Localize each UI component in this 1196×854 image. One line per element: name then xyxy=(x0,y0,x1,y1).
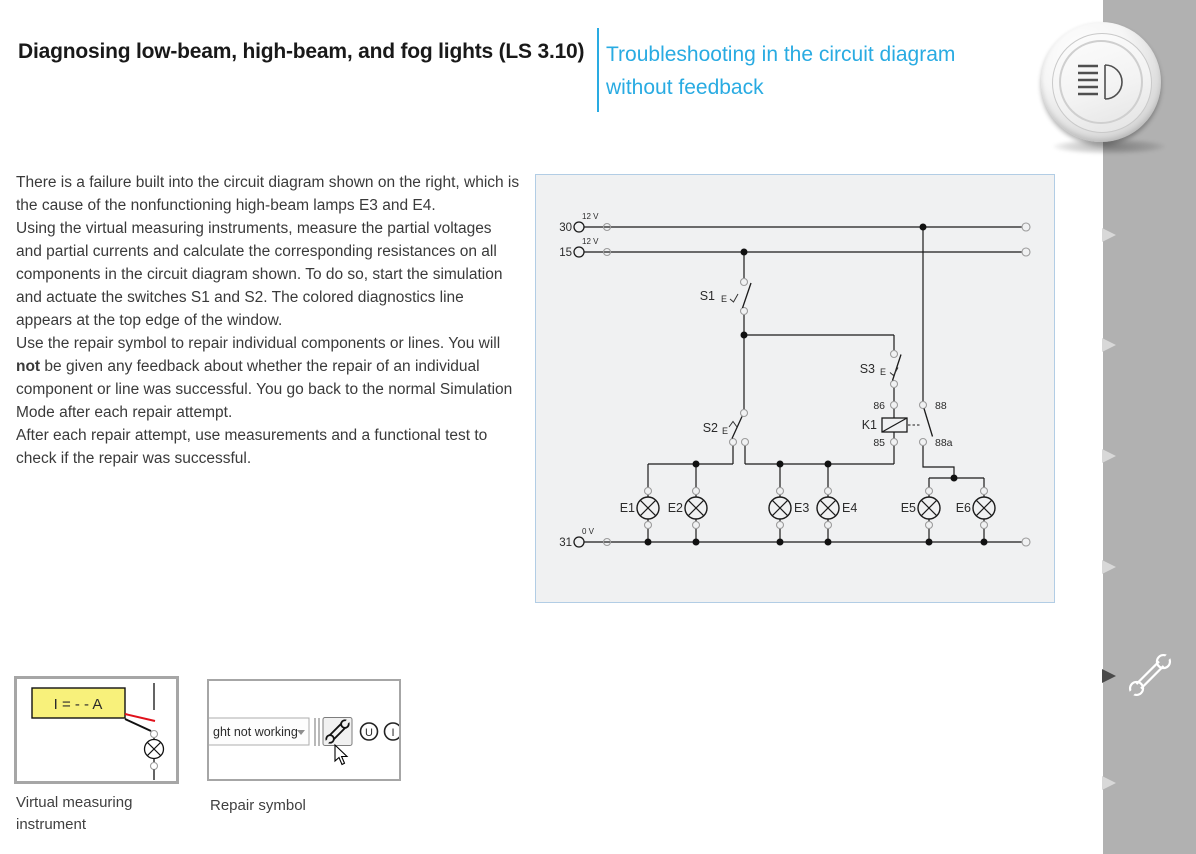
switch-s2[interactable]: S2 E xyxy=(703,408,750,447)
sidebar xyxy=(1103,0,1196,854)
switch-s3[interactable]: S3 E xyxy=(860,349,902,389)
instruction-paragraph: Use the repair symbol to repair individu… xyxy=(16,335,513,421)
cursor-icon xyxy=(334,743,349,766)
current-button: I xyxy=(383,722,399,741)
lamp-e3[interactable] xyxy=(768,496,792,520)
repair-wrench-button xyxy=(322,717,353,746)
voltage-button: U xyxy=(359,722,379,741)
relay-pin-88a: 88a xyxy=(935,437,953,449)
switch-s1-label: S1 xyxy=(700,289,715,303)
headlight-logo-face xyxy=(1052,33,1152,133)
switch-s1-actuator: E xyxy=(721,294,727,304)
terminal-15-label: 15 xyxy=(559,247,572,259)
switch-s2-label: S2 xyxy=(703,421,718,435)
repair-symbol-caption: Repair symbol xyxy=(210,797,306,814)
relay-coil xyxy=(881,417,908,433)
lamp-e4[interactable] xyxy=(816,496,840,520)
measurement-readout-value: I = - - A xyxy=(54,696,103,713)
repair-toolbar-graphic: ght not working U I xyxy=(209,717,399,766)
repair-symbol-tile[interactable]: ght not working U I xyxy=(207,679,401,781)
lamps: E1 E2 E3 E4 E5 E6 xyxy=(620,486,996,530)
lamp-e3-label: E3 xyxy=(794,501,809,515)
voltage-button-label: U xyxy=(365,727,373,739)
virtual-instrument-graphic: I = - - A xyxy=(31,683,165,780)
probe-red xyxy=(124,713,156,722)
relay-contact-blade xyxy=(923,408,934,437)
sidebar-marker-1[interactable] xyxy=(1102,228,1116,242)
instruction-paragraph: Using the virtual measuring instruments,… xyxy=(16,220,503,329)
sidebar-marker-3[interactable] xyxy=(1102,449,1116,463)
wires xyxy=(584,226,1022,543)
chevron-down-icon xyxy=(297,730,305,735)
switch-s2-actuator: E xyxy=(722,426,728,436)
relay-pin-88: 88 xyxy=(935,400,947,412)
circuit-diagram: 30 15 31 12 V 12 V 0 V S1 E S2 E S3 E xyxy=(559,212,1031,549)
virtual-instrument-caption: Virtual measuring instrument xyxy=(16,794,133,833)
page-title: Diagnosing low-beam, high-beam, and fog … xyxy=(18,40,585,63)
switch-s3-actuator: E xyxy=(880,367,886,377)
header-divider xyxy=(597,28,599,112)
circuit-diagram-panel: 30 15 31 12 V 12 V 0 V S1 E S2 E S3 E xyxy=(535,174,1055,603)
sidebar-marker-5[interactable] xyxy=(1102,776,1116,790)
switch-s3-label: S3 xyxy=(860,362,875,376)
switch-s3-actuator-mark xyxy=(889,367,899,377)
fault-dropdown: ght not working xyxy=(209,717,310,746)
relay-k1[interactable]: K1 86 85 88 88a xyxy=(862,400,953,449)
rail-31-voltage: 0 V xyxy=(582,527,595,536)
switch-s3-blade xyxy=(891,354,902,381)
lamp-e4-label: E4 xyxy=(842,501,857,515)
fault-dropdown-text: ght not working xyxy=(213,725,298,739)
current-button-label: I xyxy=(391,727,394,739)
sidebar-marker-2[interactable] xyxy=(1102,338,1116,352)
lamp-e6[interactable] xyxy=(972,496,996,520)
switch-s2-actuator-mark xyxy=(728,420,738,428)
switch-s1-actuator-mark xyxy=(729,293,739,303)
wrench-icon xyxy=(323,717,352,746)
sidebar-wrench-icon xyxy=(1128,653,1172,697)
switch-s1-blade xyxy=(741,282,752,309)
relay-pin-85: 85 xyxy=(873,437,885,449)
virtual-instrument-tile[interactable]: I = - - A xyxy=(14,676,179,784)
rail-terminals: 30 15 31 12 V 12 V 0 V xyxy=(559,212,1031,549)
headlight-beam-icon xyxy=(1078,64,1123,100)
lamp-e5[interactable] xyxy=(917,496,941,520)
page-subtitle: Troubleshooting in the circuit diagram w… xyxy=(606,43,956,99)
switch-s2-blade xyxy=(731,416,743,439)
probe-black xyxy=(124,718,152,732)
rail-15-voltage: 12 V xyxy=(582,237,599,246)
junction-dots xyxy=(644,223,988,546)
lamp-e6-label: E6 xyxy=(956,501,971,515)
instructions: There is a failure built into the circui… xyxy=(16,171,521,470)
lamp-e1-label: E1 xyxy=(620,501,635,515)
instruction-paragraph: There is a failure built into the circui… xyxy=(16,174,520,214)
lamp-e5-label: E5 xyxy=(901,501,916,515)
headlight-logo xyxy=(1041,22,1161,142)
measurement-readout xyxy=(31,687,126,719)
relay-pin-86: 86 xyxy=(873,400,885,412)
terminal-30-label: 30 xyxy=(559,222,572,234)
lamp-e1[interactable] xyxy=(636,496,660,520)
headlight-logo-ring xyxy=(1059,40,1143,124)
logo-shadow xyxy=(1053,139,1165,154)
terminal-31-label: 31 xyxy=(559,537,572,549)
switch-s1[interactable]: S1 E xyxy=(700,277,752,316)
lamp-e2-label: E2 xyxy=(668,501,683,515)
instruction-paragraph: After each repair attempt, use measureme… xyxy=(16,427,488,467)
sidebar-marker-4[interactable] xyxy=(1102,560,1116,574)
lamp-e2[interactable] xyxy=(684,496,708,520)
rail-30-voltage: 12 V xyxy=(582,212,599,221)
sidebar-marker-active[interactable] xyxy=(1102,669,1116,683)
relay-k1-label: K1 xyxy=(862,418,877,432)
relay-coil-diagonal xyxy=(881,417,908,433)
